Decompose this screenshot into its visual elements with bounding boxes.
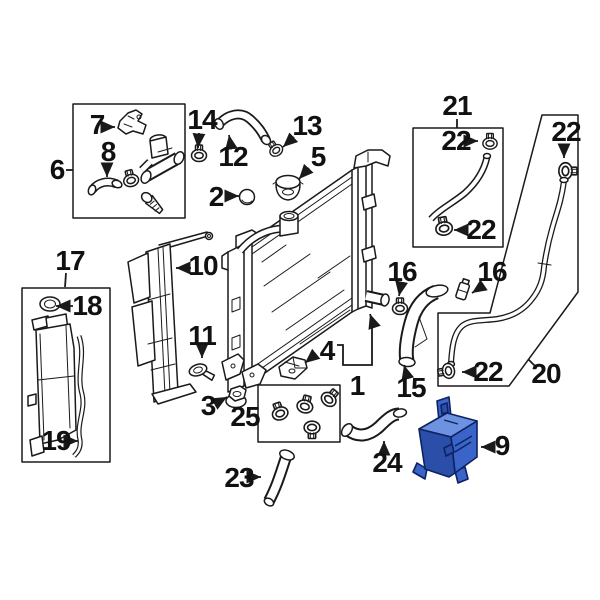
callout-22-clamp-box-top[interactable]: 22: [441, 125, 471, 156]
upper-hose-drawing: [213, 109, 272, 146]
reservoir-hose-group-box: [412, 127, 504, 248]
callout-9-reservoir-bracket[interactable]: 9: [494, 430, 511, 461]
callout-22-clamp-right[interactable]: 22: [551, 116, 581, 147]
callout-6-water-outlet-kit[interactable]: 6: [49, 154, 66, 185]
callout-11-clip[interactable]: 11: [188, 320, 217, 351]
callout-13-clamp[interactable]: 13: [292, 110, 322, 141]
callout-22-clamp-box-bottom[interactable]: 22: [466, 214, 496, 245]
callout-21-hose-kit[interactable]: 21: [442, 90, 472, 121]
callout-14-clamp[interactable]: 14: [187, 104, 217, 135]
callout-12-upper-hose[interactable]: 12: [218, 141, 248, 172]
callout-25-clamp-set[interactable]: 25: [230, 401, 260, 432]
clamp-16-drawing: [391, 297, 409, 316]
radiator-cap-drawing: [272, 174, 304, 201]
callout-8-bypass-hose[interactable]: 8: [100, 136, 117, 167]
clip-11-drawing: [188, 363, 216, 381]
callout-2-plug[interactable]: 2: [208, 181, 225, 212]
overflow-hose-group-box: [436, 114, 579, 387]
clip-16-drawing: [455, 278, 471, 301]
callout-15-lower-hose[interactable]: 15: [396, 372, 426, 403]
callout-16-clamp-left[interactable]: 16: [387, 256, 417, 287]
callout-7-outlet-bracket[interactable]: 7: [89, 109, 106, 140]
air-guide-panel-drawing: [127, 231, 214, 405]
drain-plug-drawing: [238, 188, 256, 206]
leader-lines: [55, 119, 571, 484]
callout-16-clip-right[interactable]: 16: [477, 256, 507, 287]
drain-hose-drawing: [263, 449, 295, 507]
bracket-4-drawing: [278, 356, 308, 380]
callout-20-overflow-hose[interactable]: 20: [531, 358, 561, 389]
callout-22-clamp-lower[interactable]: 22: [473, 356, 503, 387]
water-outlet-group-box: [72, 103, 186, 219]
clamp-14-drawing: [190, 144, 208, 163]
lower-hose-drawing: [398, 284, 449, 368]
callout-4-bracket[interactable]: 4: [319, 335, 336, 366]
callout-5-radiator-cap[interactable]: 5: [310, 141, 327, 172]
mount-3-drawing: [225, 385, 247, 409]
radiator-drawing: [221, 149, 391, 393]
callout-19-reservoir-hose[interactable]: 19: [41, 425, 71, 456]
callout-18-reservoir-cap[interactable]: 18: [72, 290, 102, 321]
reservoir-bracket-highlighted-drawing[interactable]: [412, 396, 478, 484]
callout-1-radiator[interactable]: 1: [349, 370, 366, 401]
clamp-set-group-box: [257, 384, 343, 443]
callout-17-reservoir-kit[interactable]: 17: [55, 245, 85, 276]
reservoir-tank-group-box: [21, 287, 111, 463]
callout-3-mount[interactable]: 3: [200, 390, 217, 421]
callout-10-air-guide[interactable]: 10: [188, 250, 218, 281]
callout-24-hose[interactable]: 24: [372, 447, 402, 478]
hose-24-drawing: [340, 407, 408, 442]
callout-23-drain-hose[interactable]: 23: [224, 462, 254, 493]
